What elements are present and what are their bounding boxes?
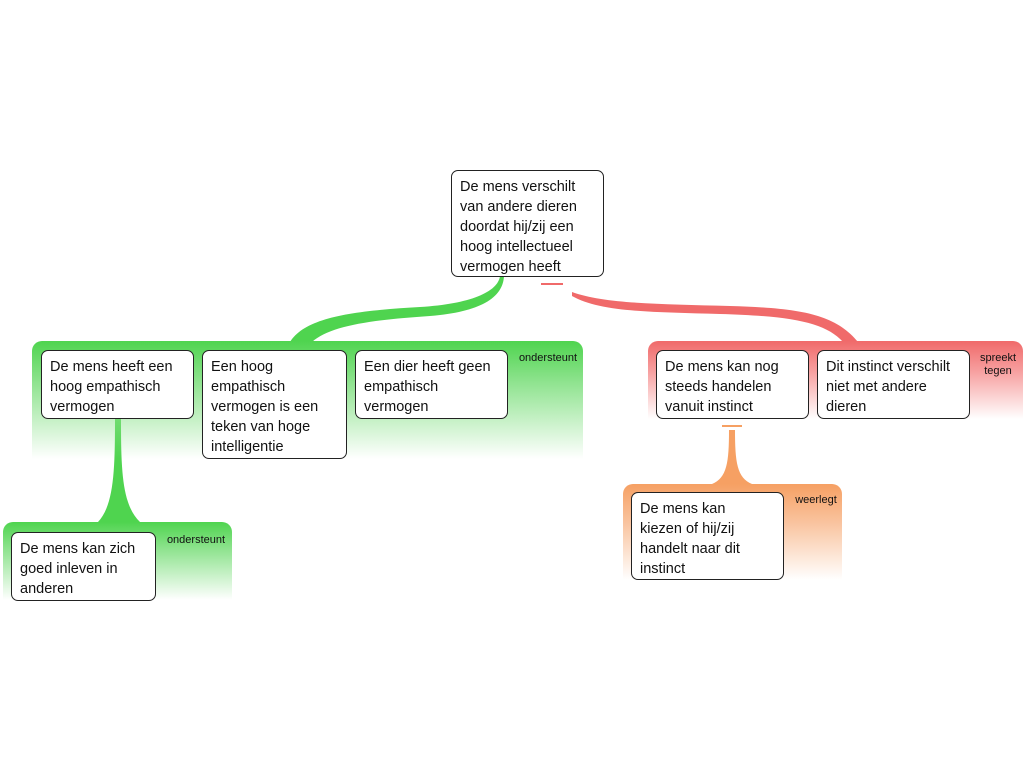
support-card-animals-no-empathy[interactable]: Een dier heeft geen empathisch vermogen	[355, 350, 508, 419]
objection-connector	[572, 292, 858, 342]
objection-anchor-mark	[541, 283, 563, 285]
support-card-empathy[interactable]: De mens heeft een hoog empathisch vermog…	[41, 350, 194, 419]
rebuttal-connector	[712, 430, 752, 484]
rebuttal-label: weerlegt	[795, 494, 837, 506]
rebuttal-anchor-mark	[722, 425, 742, 427]
rebuttal-card-choice[interactable]: De mens kan kiezen of hij/zij handelt na…	[631, 492, 784, 580]
support-main-label: ondersteunt	[518, 352, 578, 364]
objection-label: spreekt tegen	[979, 352, 1017, 377]
sub-support-connector	[98, 418, 140, 522]
support-sub-label: ondersteunt	[166, 534, 226, 546]
support-connector	[290, 276, 504, 342]
objection-card-instinct-same[interactable]: Dit instinct verschilt niet met andere d…	[817, 350, 970, 419]
support-card-empathize[interactable]: De mens kan zich goed inleven in anderen	[11, 532, 156, 601]
root-claim-card[interactable]: De mens verschilt van andere dieren door…	[451, 170, 604, 277]
support-card-intelligence-sign[interactable]: Een hoog empathisch vermogen is een teke…	[202, 350, 347, 459]
objection-card-instinct[interactable]: De mens kan nog steeds handelen vanuit i…	[656, 350, 809, 419]
